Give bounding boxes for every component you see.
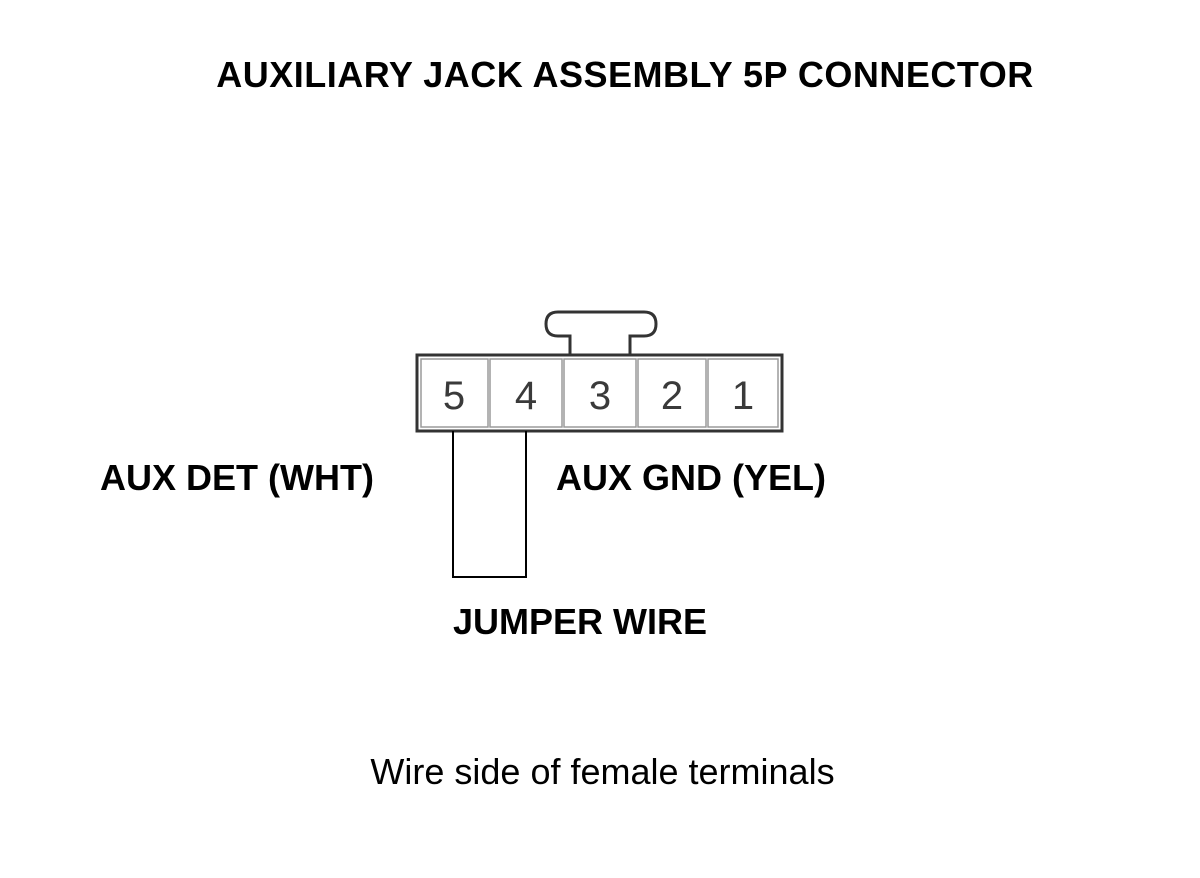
caption: Wire side of female terminals [370, 751, 835, 792]
pin-cell-3 [563, 358, 637, 428]
pin-number-3: 3 [589, 374, 611, 418]
jumper-wire [452, 431, 527, 578]
pin-number-5: 5 [443, 374, 465, 418]
jumper-wire-label: JUMPER WIRE [453, 601, 708, 642]
pin-number-2: 2 [661, 374, 683, 418]
connector-lock-tab [544, 310, 658, 356]
pin-cell-4 [489, 358, 563, 428]
aux-det-label: AUX DET (WHT) [100, 457, 374, 498]
pin-number-4: 4 [515, 374, 537, 418]
pin-cell-2 [637, 358, 707, 428]
connector-body [415, 353, 784, 433]
pin-number-1: 1 [732, 374, 754, 418]
aux-gnd-label: AUX GND (YEL) [556, 457, 826, 498]
pin-cell-5 [420, 358, 489, 428]
diagram-title: AUXILIARY JACK ASSEMBLY 5P CONNECTOR [216, 54, 1034, 95]
pin-cell-1 [707, 358, 779, 428]
pin-cells [420, 358, 779, 428]
